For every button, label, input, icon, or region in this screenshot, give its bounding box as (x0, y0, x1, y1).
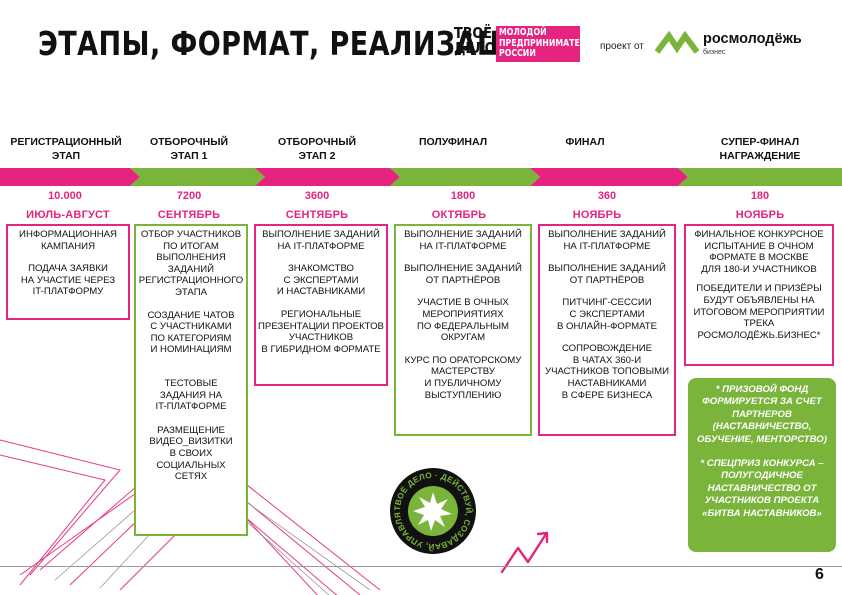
rosmolodezh-name: росмолодёжь (703, 31, 802, 47)
participants-count: 10.000 (48, 190, 82, 202)
prize-fund-note: * ПРИЗОВОЙ ФОНД ФОРМИРУЕТСЯ ЗА СЧЕТ ПАРТ… (688, 378, 836, 552)
stage-month: НОЯБРЬ (735, 209, 785, 221)
stage-item: ВЫПОЛНЕНИЕ ЗАДАНИЙ ОТ ПАРТНЁРОВ (404, 263, 522, 286)
timeline-arrow-1 (0, 168, 140, 186)
rosmolodezh-sub: бизнес (703, 49, 726, 56)
stage-month: СЕНТЯБРЬ (157, 209, 221, 221)
page-number: 6 (815, 566, 824, 583)
footer-divider (0, 566, 842, 567)
timeline-arrow-5 (530, 168, 688, 186)
stage-title-semifinal: ПОЛУФИНАЛ (418, 136, 488, 148)
stage-item: ИНФОРМАЦИОННАЯ КАМПАНИЯ (19, 229, 117, 252)
stage-item: ВЫПОЛНЕНИЕ ЗАДАНИЙ НА IT-ПЛАТФОРМЕ (548, 229, 666, 252)
stage-item: ПИТЧИНГ-СЕССИИ С ЭКСПЕРТАМИ В ОНЛАЙН-ФОР… (556, 297, 658, 332)
stage-month: СЕНТЯБРЬ (285, 209, 349, 221)
stage-title-final: ФИНАЛ (565, 136, 605, 148)
stage-box-registration: ИНФОРМАЦИОННАЯ КАМПАНИЯ ПОДАЧА ЗАЯВКИ НА… (6, 224, 130, 320)
stage-item: РАЗМЕЩЕНИЕ ВИДЕО_ВИЗИТКИ В СВОИХ СОЦИАЛЬ… (149, 424, 233, 483)
timeline-arrow-2 (130, 168, 265, 186)
note-item: * СПЕЦПРИЗ КОНКУРСА – ПОЛУГОДИЧНОЕ НАСТА… (700, 458, 824, 519)
stage-item: ВЫПОЛНЕНИЕ ЗАДАНИЙ НА IT-ПЛАТФОРМЕ (262, 229, 380, 252)
participants-count: 3600 (304, 190, 330, 202)
stage-month: НОЯБРЬ (572, 209, 622, 221)
stage-item: ВЫПОЛНЕНИЕ ЗАДАНИЙ НА IT-ПЛАТФОРМЕ (404, 229, 522, 252)
stage-item: СОПРОВОЖДЕНИЕ В ЧАТАХ 360-И УЧАСТНИКОВ Т… (544, 343, 669, 401)
stage-box-superfinal: ФИНАЛЬНОЕ КОНКУРСНОЕ ИСПЫТАНИЕ В ОЧНОМ Ф… (684, 224, 834, 366)
participants-count: 180 (750, 190, 770, 202)
stage-title-qualifying-1: ОТБОРОЧНЫЙ ЭТАП 1 (149, 136, 229, 162)
stage-box-final: ВЫПОЛНЕНИЕ ЗАДАНИЙ НА IT-ПЛАТФОРМЕ ВЫПОЛ… (538, 224, 676, 436)
project-of-label: проект от (600, 41, 644, 52)
stage-title-qualifying-2: ОТБОРОЧНЫЙ ЭТАП 2 (277, 136, 357, 162)
stage-item: СОЗДАНИЕ ЧАТОВ С УЧАСТНИКАМИ ПО КАТЕГОРИ… (147, 309, 235, 356)
timeline-arrow-3 (255, 168, 400, 186)
participants-count: 1800 (450, 190, 476, 202)
stage-box-semifinal: ВЫПОЛНЕНИЕ ЗАДАНИЙ НА IT-ПЛАТФОРМЕ ВЫПОЛ… (394, 224, 532, 436)
stage-item: ПОДАЧА ЗАЯВКИ НА УЧАСТИЕ ЧЕРЕЗ IT-ПЛАТФО… (20, 263, 116, 298)
stage-item: ПОБЕДИТЕЛИ И ПРИЗЁРЫ БУДУТ ОБЪЯВЛЕНЫ НА … (693, 283, 825, 341)
young-entrepreneur-logo: МОЛОДОЙ ПРЕДПРИНИМАТЕЛЬ РОССИИ (496, 26, 592, 62)
rosmolodezh-logo-icon (655, 30, 699, 54)
stage-item: ЗНАКОМСТВО С ЭКСПЕРТАМИ И НАСТАВНИКАМИ (276, 263, 366, 298)
stage-box-qualifying-1: ОТБОР УЧАСТНИКОВ ПО ИТОГАМ ВЫПОЛНЕНИЯ ЗА… (134, 224, 248, 536)
stage-item: ВЫПОЛНЕНИЕ ЗАДАНИЙ ОТ ПАРТНЁРОВ (548, 263, 666, 286)
timeline-arrows (0, 168, 842, 186)
tvoe-delo-logo: ТВОЁ ДЕЛО (454, 24, 496, 57)
stage-title-registration: РЕГИСТРАЦИОННЫЙ ЭТАП (10, 136, 122, 162)
stage-item: ОТБОР УЧАСТНИКОВ ПО ИТОГАМ ВЫПОЛНЕНИЯ ЗА… (138, 229, 244, 298)
timeline-arrow-4 (390, 168, 540, 186)
participants-count: 7200 (176, 190, 202, 202)
stage-item: РЕГИОНАЛЬНЫЕ ПРЕЗЕНТАЦИИ ПРОЕКТОВ УЧАСТН… (258, 308, 384, 355)
stage-box-qualifying-2: ВЫПОЛНЕНИЕ ЗАДАНИЙ НА IT-ПЛАТФОРМЕ ЗНАКО… (254, 224, 388, 386)
stage-title-superfinal: СУПЕР-ФИНАЛ НАГРАЖДЕНИЕ (719, 136, 801, 162)
tvoe-delo-badge-icon: ТВОЁ ДЕЛО · ДЕЙСТВУЙ, СОЗДАВАЙ, УПРАВЛЯЙ… (388, 466, 476, 554)
stage-item: КУРС ПО ОРАТОРСКОМУ МАСТЕРСТВУ И ПУБЛИЧН… (404, 354, 522, 401)
note-item: * ПРИЗОВОЙ ФОНД ФОРМИРУЕТСЯ ЗА СЧЕТ ПАРТ… (697, 384, 827, 445)
stage-month: ОКТЯБРЬ (431, 209, 487, 221)
stage-item: ТЕСТОВЫЕ ЗАДАНИЯ НА IT-ПЛАТФОРМЕ (155, 377, 227, 413)
stage-item: ФИНАЛЬНОЕ КОНКУРСНОЕ ИСПЫТАНИЕ В ОЧНОМ Ф… (694, 229, 824, 275)
page-title: ЭТАПЫ, ФОРМАТ, РЕАЛИЗАЦИЯ (38, 24, 547, 63)
stage-month: ИЮЛЬ-АВГУСТ (26, 209, 110, 221)
timeline-arrow-6 (678, 168, 842, 186)
participants-count: 360 (597, 190, 617, 202)
stage-item: УЧАСТИЕ В ОЧНЫХ МЕРОПРИЯТИЯХ ПО ФЕДЕРАЛЬ… (417, 297, 509, 344)
